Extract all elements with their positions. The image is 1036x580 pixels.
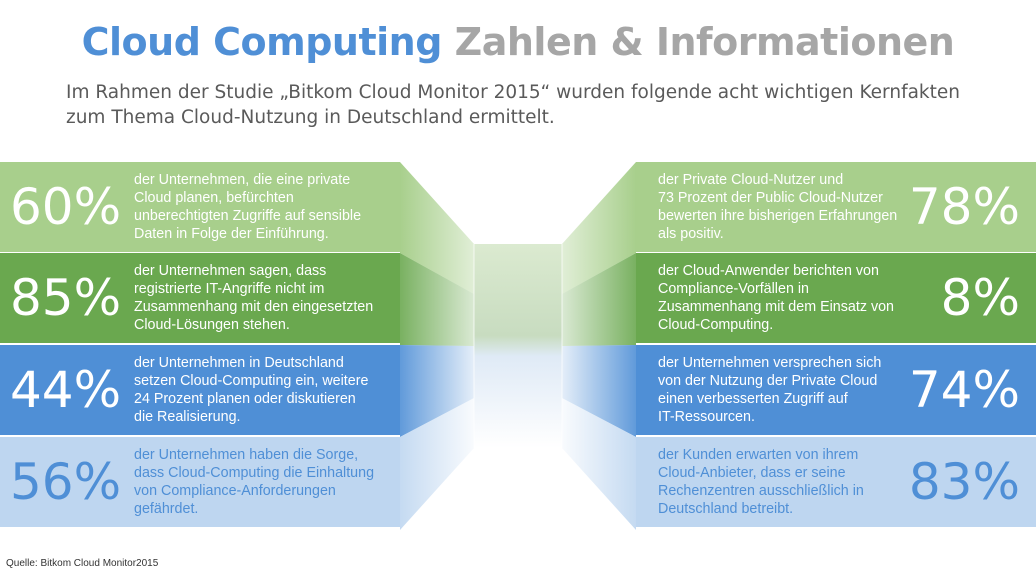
fact-row-right-1: der Private Cloud-Nutzer und 73 Prozent … — [636, 162, 1036, 252]
fact-text: der Unternehmen in Deutschland setzen Cl… — [134, 354, 369, 426]
page-title: Cloud Computing Zahlen & Informationen — [0, 20, 1036, 64]
fact-text: der Unternehmen versprechen sich von der… — [658, 354, 882, 426]
perspective-corridor — [400, 162, 636, 530]
fact-percent: 60% — [10, 178, 122, 236]
fact-text: der Private Cloud-Nutzer und 73 Prozent … — [658, 171, 898, 243]
fact-percent: 85% — [10, 269, 122, 327]
fact-percent: 8% — [940, 269, 1020, 327]
fact-row-left-2: 85% der Unternehmen sagen, dass registri… — [0, 253, 400, 343]
fact-text: der Kunden erwarten von ihrem Cloud-Anbi… — [658, 446, 864, 518]
fact-percent: 56% — [10, 453, 122, 511]
fact-row-right-4: der Kunden erwarten von ihrem Cloud-Anbi… — [636, 437, 1036, 527]
fact-row-left-1: 60% der Unternehmen, die eine private Cl… — [0, 162, 400, 252]
fact-row-right-3: der Unternehmen versprechen sich von der… — [636, 345, 1036, 435]
fact-text: der Cloud-Anwender berichten von Complia… — [658, 262, 895, 334]
fact-row-left-4: 56% der Unternehmen haben die Sorge, das… — [0, 437, 400, 527]
fact-text: der Unternehmen haben die Sorge, dass Cl… — [134, 446, 375, 518]
fact-percent: 78% — [908, 178, 1020, 236]
fact-percent: 83% — [908, 453, 1020, 511]
fact-percent: 74% — [908, 361, 1020, 419]
intro-text: Im Rahmen der Studie „Bitkom Cloud Monit… — [66, 82, 960, 128]
fact-text: der Unternehmen, die eine private Cloud … — [134, 171, 362, 243]
fact-percent: 44% — [10, 361, 122, 419]
fact-row-left-3: 44% der Unternehmen in Deutschland setze… — [0, 345, 400, 435]
fact-text: der Unternehmen sagen, dass registrierte… — [134, 262, 374, 334]
fact-row-right-2: der Cloud-Anwender berichten von Complia… — [636, 253, 1036, 343]
title-secondary: Zahlen & Informationen — [454, 20, 955, 64]
title-primary: Cloud Computing — [81, 20, 443, 64]
source-note: Quelle: Bitkom Cloud Monitor2015 — [6, 558, 159, 569]
